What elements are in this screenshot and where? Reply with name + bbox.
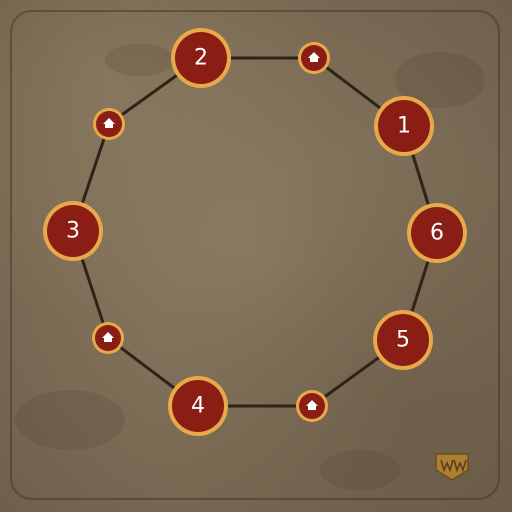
hut-node[interactable] — [93, 108, 125, 140]
mw-crest-logo-icon — [435, 453, 469, 481]
station-node-2[interactable]: 2 — [171, 28, 231, 88]
parchment-stains — [15, 44, 485, 490]
station-node-6[interactable]: 6 — [407, 203, 467, 263]
hut-node[interactable] — [92, 322, 124, 354]
station-node-3[interactable]: 3 — [43, 201, 103, 261]
board-frame — [10, 10, 500, 500]
hut-node[interactable] — [296, 390, 328, 422]
station-number: 4 — [191, 394, 205, 419]
station-number: 1 — [397, 114, 411, 139]
station-number: 3 — [66, 219, 80, 244]
hut-node[interactable] — [298, 42, 330, 74]
hut-icon — [306, 400, 318, 410]
station-number: 5 — [396, 328, 410, 353]
station-node-5[interactable]: 5 — [373, 310, 433, 370]
station-node-4[interactable]: 4 — [168, 376, 228, 436]
station-node-1[interactable]: 1 — [374, 96, 434, 156]
station-number: 6 — [430, 221, 444, 246]
hut-icon — [103, 118, 115, 128]
station-number: 2 — [194, 46, 208, 71]
hut-icon — [308, 52, 320, 62]
hut-icon — [102, 332, 114, 342]
